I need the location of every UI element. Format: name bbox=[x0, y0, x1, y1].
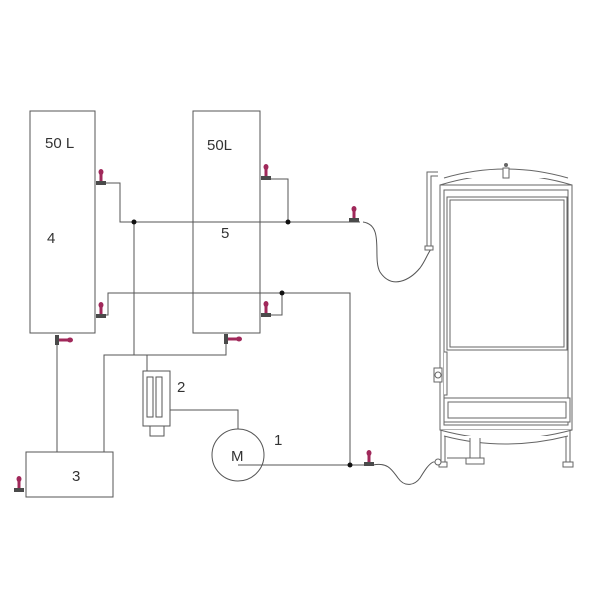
pipe-to-vessel-bottom bbox=[372, 461, 434, 485]
valve-icon[interactable] bbox=[14, 476, 24, 492]
pipe-to-filter bbox=[133, 222, 148, 372]
valve-icon[interactable] bbox=[261, 301, 271, 317]
valve-icon[interactable] bbox=[96, 302, 106, 318]
junction-dot bbox=[285, 219, 291, 225]
pipe-upper bbox=[103, 182, 360, 223]
tank-5-number-label: 5 bbox=[221, 225, 229, 242]
tank-4-volume-label: 50 L bbox=[45, 135, 74, 152]
pipe-tank5-to-tank3 bbox=[103, 340, 227, 452]
valve-icon[interactable] bbox=[364, 450, 374, 466]
pipe-to-vessel-top bbox=[362, 221, 433, 283]
valve-icon[interactable] bbox=[261, 164, 271, 180]
vessel-icon bbox=[424, 163, 574, 468]
valve-icon[interactable] bbox=[55, 335, 73, 345]
motor-number-label: 1 bbox=[274, 432, 282, 449]
valve-icon[interactable] bbox=[224, 334, 242, 344]
valve-icon[interactable] bbox=[96, 169, 106, 185]
tank-3 bbox=[25, 451, 114, 498]
valve-icon[interactable] bbox=[349, 206, 359, 222]
junction-dot bbox=[279, 290, 285, 296]
pipe-middle bbox=[103, 292, 351, 465]
tank-3-number-label: 3 bbox=[72, 468, 80, 485]
filter-icon bbox=[142, 370, 171, 437]
tank-5-volume-label: 50L bbox=[207, 137, 232, 154]
motor-icon bbox=[211, 428, 265, 482]
pipe-filter-to-motor bbox=[170, 409, 239, 430]
motor-symbol: M bbox=[231, 448, 244, 465]
junction-dot bbox=[131, 219, 137, 225]
tank-4 bbox=[29, 110, 96, 334]
pipe-tank5-upper-branch bbox=[268, 178, 289, 222]
junction-dot bbox=[347, 462, 353, 468]
filter-number-label: 2 bbox=[177, 379, 185, 396]
pipe-tank5-lower-branch bbox=[268, 293, 283, 316]
tank-4-number-label: 4 bbox=[47, 230, 55, 247]
